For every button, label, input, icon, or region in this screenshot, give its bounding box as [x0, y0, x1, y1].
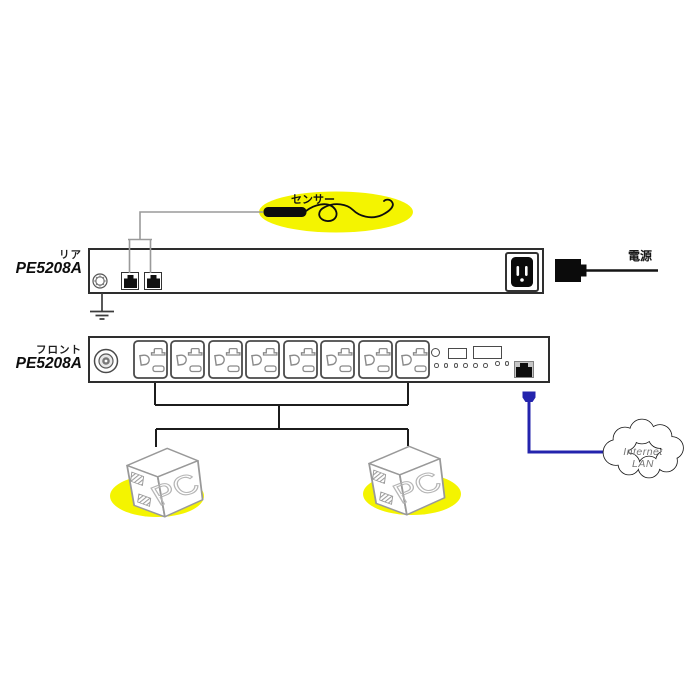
cloud-label-line2: LAN: [632, 458, 654, 470]
pc-tower-right: [368, 445, 448, 516]
outlet-4: [245, 340, 281, 379]
power-label: 電源: [628, 249, 653, 263]
outlet-6: [320, 340, 356, 379]
sensor-port-2: [144, 272, 162, 290]
power-plug: [555, 259, 587, 282]
pc-highlight-right: [363, 473, 461, 515]
rear-panel-label: リア: [59, 249, 82, 261]
status-led-5: [473, 363, 478, 368]
status-led-6: [482, 363, 488, 368]
front-panel: [88, 336, 550, 383]
reset-button: [431, 348, 440, 357]
rear-model-label: PE5208A: [15, 260, 82, 278]
outlet-row: [133, 340, 430, 379]
sensor-port-1: [121, 272, 139, 290]
control-button: [448, 348, 467, 359]
front-model-label: PE5208A: [15, 355, 82, 373]
ground-symbol: [90, 293, 114, 320]
aux-led-1: [495, 361, 500, 366]
outlet-5: [282, 340, 318, 379]
lan-cable: [527, 401, 604, 454]
sensor-probe: [263, 207, 307, 217]
rear-panel: [88, 248, 544, 294]
led-row: [434, 363, 488, 368]
power-inlet: [505, 252, 539, 292]
sensor-label: センサー: [291, 194, 335, 206]
rear-label-group: リア PE5208A: [14, 249, 82, 278]
pc-highlight-left: [110, 475, 204, 517]
outlet-1: [133, 340, 168, 379]
power-inlet-contacts: [511, 257, 533, 287]
rj45-jack-icon: [516, 363, 532, 377]
ground-screw-icon: [92, 273, 108, 289]
sensor-port-row: [121, 272, 162, 290]
outlet-8: [395, 340, 430, 379]
aux-led-2: [504, 361, 510, 366]
outlet-3: [207, 340, 243, 379]
front-label-group: フロント PE5208A: [14, 344, 82, 373]
readout-display: [473, 346, 502, 359]
outlet-2: [170, 340, 206, 379]
outlet-7: [357, 340, 393, 379]
lan-plug: [522, 391, 536, 402]
pc-tower-left: [126, 447, 206, 518]
outlet-wiring: [154, 383, 409, 447]
led-pair: [495, 361, 510, 366]
cloud-label-line1: Internet: [623, 446, 663, 458]
status-led-1: [434, 363, 439, 368]
power-connector-icon: [93, 348, 119, 374]
status-led-3: [453, 363, 459, 368]
front-panel-label: フロント: [36, 344, 82, 356]
lan-port: [514, 361, 534, 378]
internet-cloud: Internet LAN: [602, 418, 684, 479]
status-led-2: [443, 363, 449, 368]
status-led-4: [463, 363, 468, 368]
